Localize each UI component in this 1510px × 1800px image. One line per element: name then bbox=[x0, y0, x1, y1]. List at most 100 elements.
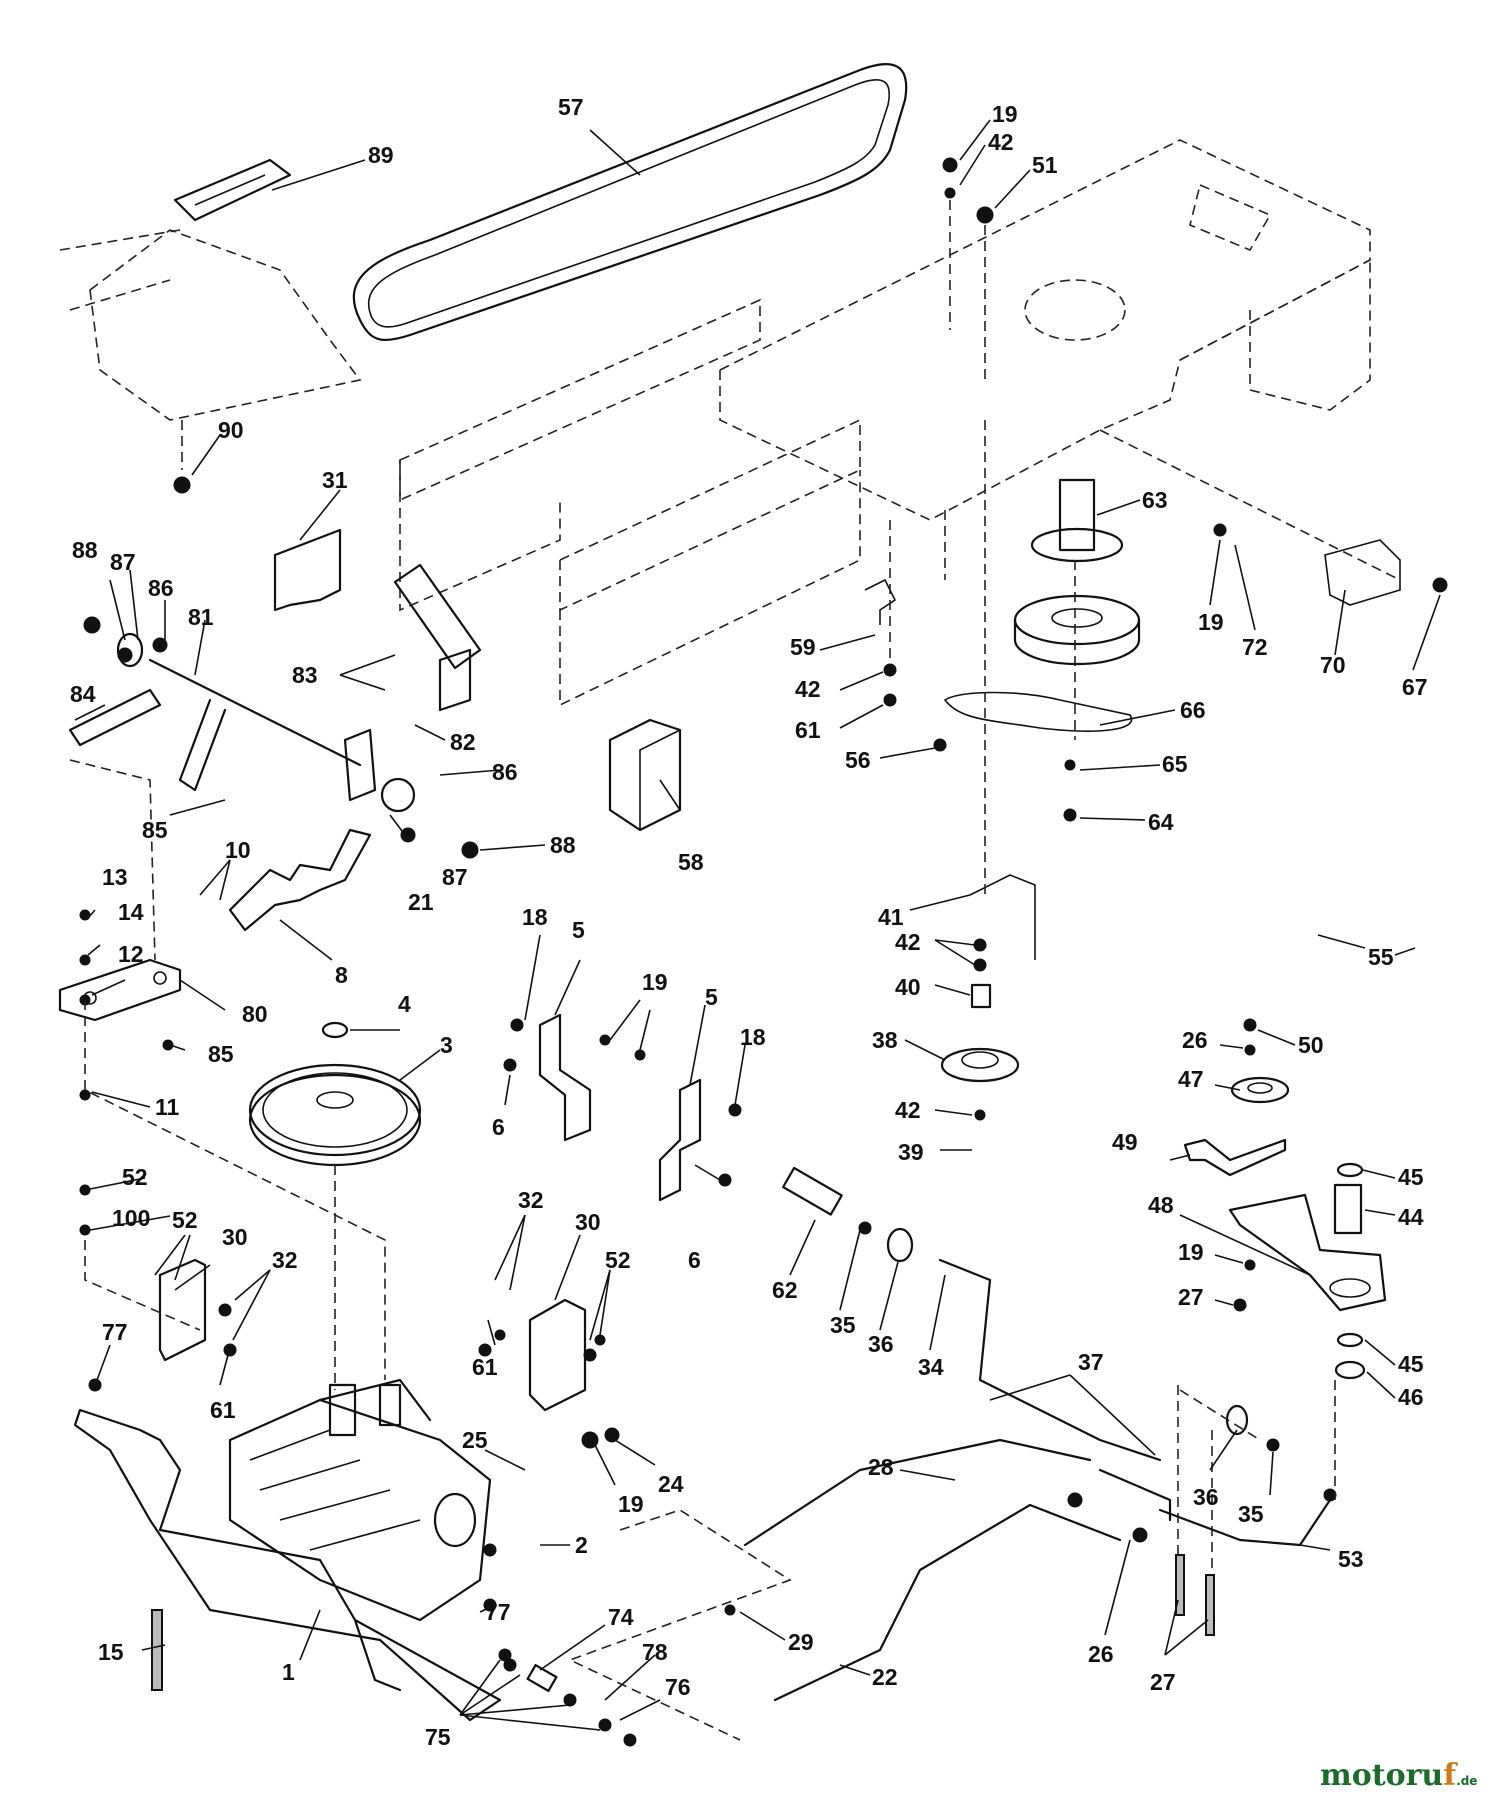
callout-52: 52 bbox=[605, 1247, 631, 1273]
callout-2: 2 bbox=[575, 1532, 588, 1558]
callout-35: 35 bbox=[1238, 1501, 1264, 1527]
callout-87: 87 bbox=[442, 864, 468, 890]
watermark-suffix: .de bbox=[1456, 1774, 1477, 1788]
callout-29: 29 bbox=[788, 1629, 814, 1655]
callout-90: 90 bbox=[218, 417, 244, 443]
callout-18: 18 bbox=[740, 1024, 766, 1050]
callout-67: 67 bbox=[1402, 674, 1428, 700]
callout-5: 5 bbox=[572, 917, 585, 943]
callout-72: 72 bbox=[1242, 634, 1268, 660]
callout-3: 3 bbox=[440, 1032, 453, 1058]
bracket-49 bbox=[1183, 1138, 1287, 1177]
callout-78: 78 bbox=[642, 1639, 668, 1665]
callout-19: 19 bbox=[642, 969, 668, 995]
callout-27: 27 bbox=[1178, 1284, 1204, 1310]
transaxle bbox=[73, 1378, 502, 1722]
callout-61: 61 bbox=[210, 1397, 236, 1423]
callout-14: 14 bbox=[118, 899, 144, 925]
callout-48: 48 bbox=[1148, 1192, 1174, 1218]
callout-42: 42 bbox=[795, 676, 821, 702]
callout-25: 25 bbox=[462, 1427, 488, 1453]
callout-59: 59 bbox=[790, 634, 816, 660]
bracket-58 bbox=[608, 718, 682, 832]
callout-labels: 89 57 19 42 51 90 31 63 88 87 86 81 83 8… bbox=[70, 94, 1428, 1750]
rod-28 bbox=[743, 1438, 1092, 1547]
callout-34: 34 bbox=[918, 1354, 944, 1380]
rod-53 bbox=[1158, 1498, 1332, 1547]
callout-42: 42 bbox=[895, 929, 921, 955]
callout-39: 39 bbox=[898, 1139, 924, 1165]
callout-100: 100 bbox=[112, 1205, 150, 1231]
bracket-59 bbox=[864, 578, 897, 625]
shield-31 bbox=[273, 528, 342, 612]
idler-arm-48 bbox=[1228, 1193, 1387, 1312]
callout-42: 42 bbox=[988, 129, 1014, 155]
callout-77: 77 bbox=[485, 1599, 511, 1625]
callout-19: 19 bbox=[992, 101, 1018, 127]
watermark-text-a: motoru bbox=[1320, 1758, 1443, 1793]
callout-19: 19 bbox=[1178, 1239, 1204, 1265]
callout-15: 15 bbox=[98, 1639, 124, 1665]
callout-35: 35 bbox=[830, 1312, 856, 1338]
pedal-cover bbox=[173, 158, 292, 222]
callout-13: 13 bbox=[102, 864, 128, 890]
callout-58: 58 bbox=[678, 849, 704, 875]
frame-chassis bbox=[59, 139, 1371, 707]
spacer-44 bbox=[1333, 1183, 1363, 1235]
callout-26: 26 bbox=[1182, 1027, 1208, 1053]
callout-53: 53 bbox=[1338, 1546, 1364, 1572]
spacer-40 bbox=[970, 983, 992, 1009]
watermark: motoruf.de bbox=[1320, 1758, 1477, 1793]
idler-47 bbox=[1230, 1076, 1290, 1104]
callout-80: 80 bbox=[242, 1001, 268, 1027]
hardware bbox=[79, 157, 1448, 1747]
callout-85: 85 bbox=[208, 1041, 234, 1067]
callout-26: 26 bbox=[1088, 1641, 1114, 1667]
callout-49: 49 bbox=[1112, 1129, 1138, 1155]
callout-84: 84 bbox=[70, 681, 96, 707]
bracket-5-left bbox=[538, 1013, 592, 1142]
callout-86: 86 bbox=[148, 575, 174, 601]
bracket-70 bbox=[1324, 539, 1401, 606]
callout-45: 45 bbox=[1398, 1164, 1424, 1190]
callout-28: 28 bbox=[868, 1454, 894, 1480]
callout-41: 41 bbox=[878, 904, 904, 930]
bracket-5-right bbox=[658, 1078, 702, 1202]
guard-66 bbox=[943, 691, 1133, 732]
callout-82: 82 bbox=[450, 729, 476, 755]
callout-40: 40 bbox=[895, 974, 921, 1000]
callout-74: 74 bbox=[608, 1604, 634, 1630]
callout-44: 44 bbox=[1398, 1204, 1424, 1230]
callout-52: 52 bbox=[172, 1207, 198, 1233]
callout-5: 5 bbox=[705, 984, 718, 1010]
callout-30: 30 bbox=[575, 1209, 601, 1235]
callout-19: 19 bbox=[618, 1491, 644, 1517]
engine-pulley bbox=[1013, 478, 1141, 666]
callout-50: 50 bbox=[1298, 1032, 1324, 1058]
callout-70: 70 bbox=[1320, 652, 1346, 678]
callout-57: 57 bbox=[558, 94, 584, 120]
svg-text:motoruf.de: motoruf.de bbox=[1320, 1758, 1477, 1793]
bracket-30-left bbox=[158, 1258, 207, 1362]
callout-42: 42 bbox=[895, 1097, 921, 1123]
callout-32: 32 bbox=[518, 1187, 544, 1213]
callout-27: 27 bbox=[1150, 1669, 1176, 1695]
callout-21: 21 bbox=[408, 889, 434, 915]
leader-lines bbox=[74, 119, 1441, 1731]
callout-6: 6 bbox=[492, 1114, 505, 1140]
callout-64: 64 bbox=[1148, 809, 1174, 835]
callout-8: 8 bbox=[335, 962, 348, 988]
callout-89: 89 bbox=[368, 142, 394, 168]
rod-34 bbox=[938, 1258, 1162, 1462]
transaxle-pulley bbox=[248, 1063, 422, 1167]
callout-52: 52 bbox=[122, 1164, 148, 1190]
callout-65: 65 bbox=[1162, 751, 1188, 777]
callout-1: 1 bbox=[282, 1659, 295, 1685]
rod-22 bbox=[773, 1503, 1122, 1702]
callout-85: 85 bbox=[142, 817, 168, 843]
callout-61: 61 bbox=[795, 717, 821, 743]
callout-56: 56 bbox=[845, 747, 871, 773]
callout-45: 45 bbox=[1398, 1351, 1424, 1377]
alignment-lines bbox=[69, 200, 1401, 1741]
